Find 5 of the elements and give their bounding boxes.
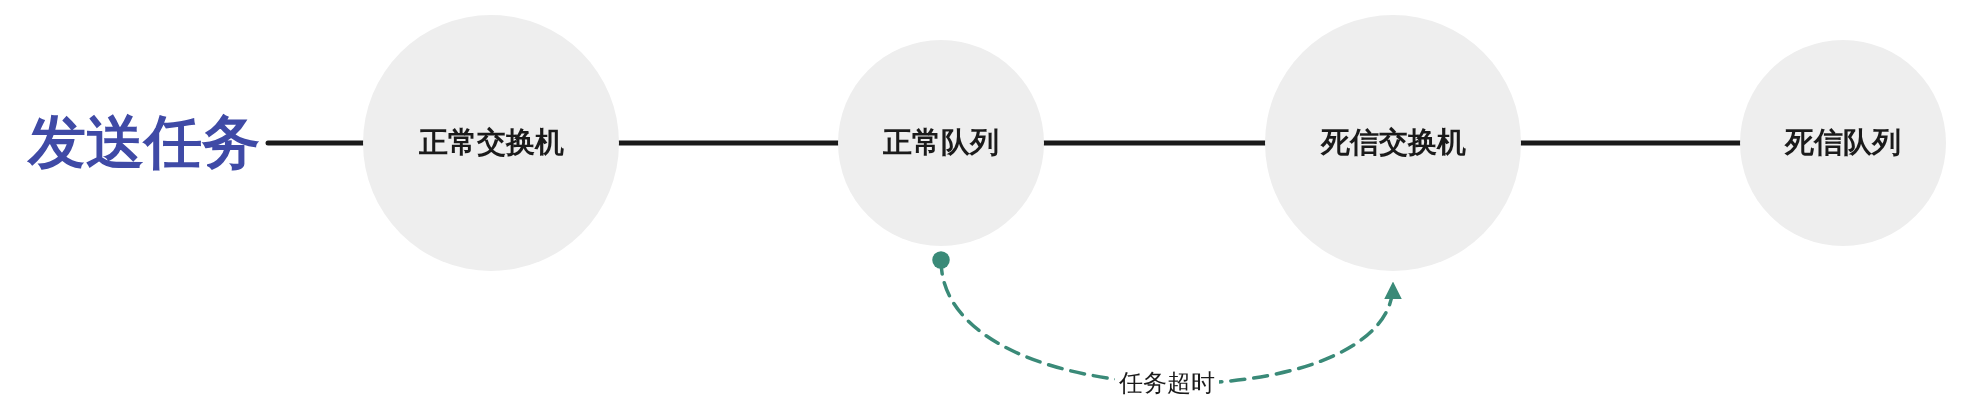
heading-text: 发送任务 (28, 105, 268, 181)
node-label: 正常队列 (883, 124, 999, 161)
node-label: 死信交换机 (1320, 124, 1466, 161)
node-label: 正常交换机 (418, 124, 564, 161)
node-label: 死信队列 (1785, 124, 1901, 161)
